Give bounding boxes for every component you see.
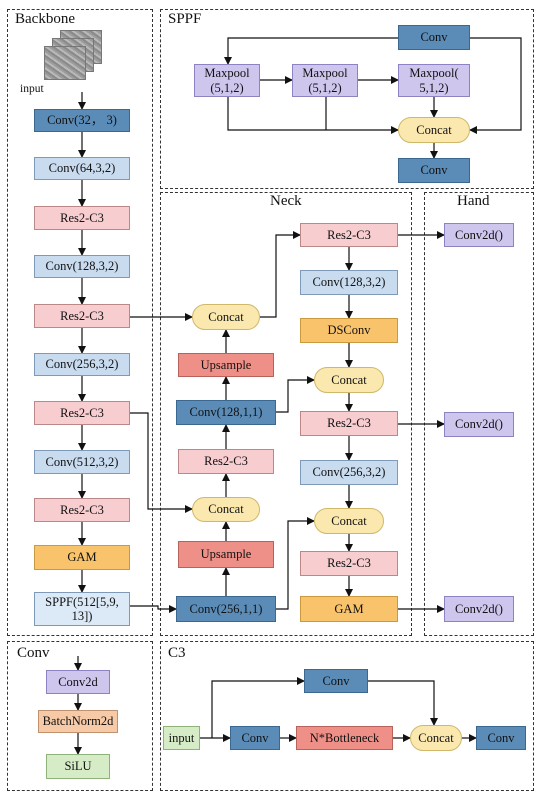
neck-concat-top: Concat [192,304,260,330]
neck-concat-2: Concat [314,508,384,534]
hand-title: Hand [457,193,490,209]
sppf-maxpool-3: Maxpool( 5,1,2) [398,64,470,97]
conv-legend-panel [7,641,153,791]
neck-res2c3-3: Res2-C3 [300,551,398,576]
neck-gam: GAM [300,596,398,622]
backbone-conv-256: Conv(256,3,2) [34,353,130,376]
sppf-title: SPPF [168,11,202,27]
c3-concat: Concat [410,725,462,751]
backbone-panel [7,9,153,636]
neck-upsample-1: Upsample [178,353,274,377]
sppf-concat: Concat [398,117,470,143]
hand-conv2d-1: Conv2d() [444,223,514,247]
backbone-gam: GAM [34,545,130,570]
neck-title: Neck [270,193,302,209]
backbone-res2c3-1: Res2-C3 [34,206,130,230]
sppf-panel [160,9,534,189]
neck-panel [160,192,412,636]
input-image-layer-1 [44,46,86,80]
conv-legend-silu: SiLU [46,754,110,779]
c3-input: input [163,726,200,750]
neck-conv-128-3-2: Conv(128,3,2) [300,270,398,295]
neck-dsconv: DSConv [300,318,398,343]
c3-conv-top: Conv [304,669,368,693]
conv-legend-batchnorm2d: BatchNorm2d [38,710,118,733]
c3-bottleneck: N*Bottleneck [296,726,393,750]
backbone-res2c3-4: Res2-C3 [34,498,130,522]
sppf-maxpool-2: Maxpool (5,1,2) [292,64,358,97]
backbone-conv-512: Conv(512,3,2) [34,450,130,474]
neck-conv-256-1-1: Conv(256,1,1) [176,596,276,622]
conv-legend-conv2d: Conv2d [46,670,110,694]
conv-legend-title: Conv [17,645,50,661]
sppf-conv-top: Conv [398,25,470,50]
c3-legend-title: C3 [168,645,186,661]
backbone-conv-64: Conv(64,3,2) [34,157,130,180]
hand-conv2d-2: Conv2d() [444,412,514,437]
neck-res2c3-left: Res2-C3 [178,449,274,474]
c3-conv-out: Conv [476,726,526,750]
backbone-sppf: SPPF(512[5,9, 13]) [34,592,130,626]
sppf-conv-bottom: Conv [398,158,470,183]
neck-conv-256-3-2: Conv(256,3,2) [300,460,398,485]
backbone-res2c3-2: Res2-C3 [34,304,130,328]
backbone-res2c3-3: Res2-C3 [34,401,130,425]
neck-res2c3-2: Res2-C3 [300,411,398,436]
neck-concat-1: Concat [314,367,384,393]
backbone-input-label: input [20,83,44,95]
backbone-title: Backbone [15,11,75,27]
backbone-conv-128: Conv(128,3,2) [34,255,130,278]
neck-res2c3-1: Res2-C3 [300,223,398,247]
hand-panel [424,192,534,636]
sppf-maxpool-1: Maxpool (5,1,2) [194,64,260,97]
neck-concat-bottom: Concat [192,497,260,522]
c3-legend-panel [160,641,534,791]
backbone-conv-32-3: Conv(32， 3) [34,109,130,132]
c3-conv-left: Conv [230,726,280,750]
neck-conv-128-1-1: Conv(128,1,1) [176,400,276,425]
neck-upsample-2: Upsample [178,541,274,568]
hand-conv2d-3: Conv2d() [444,596,514,622]
input-image-stack [44,30,102,80]
